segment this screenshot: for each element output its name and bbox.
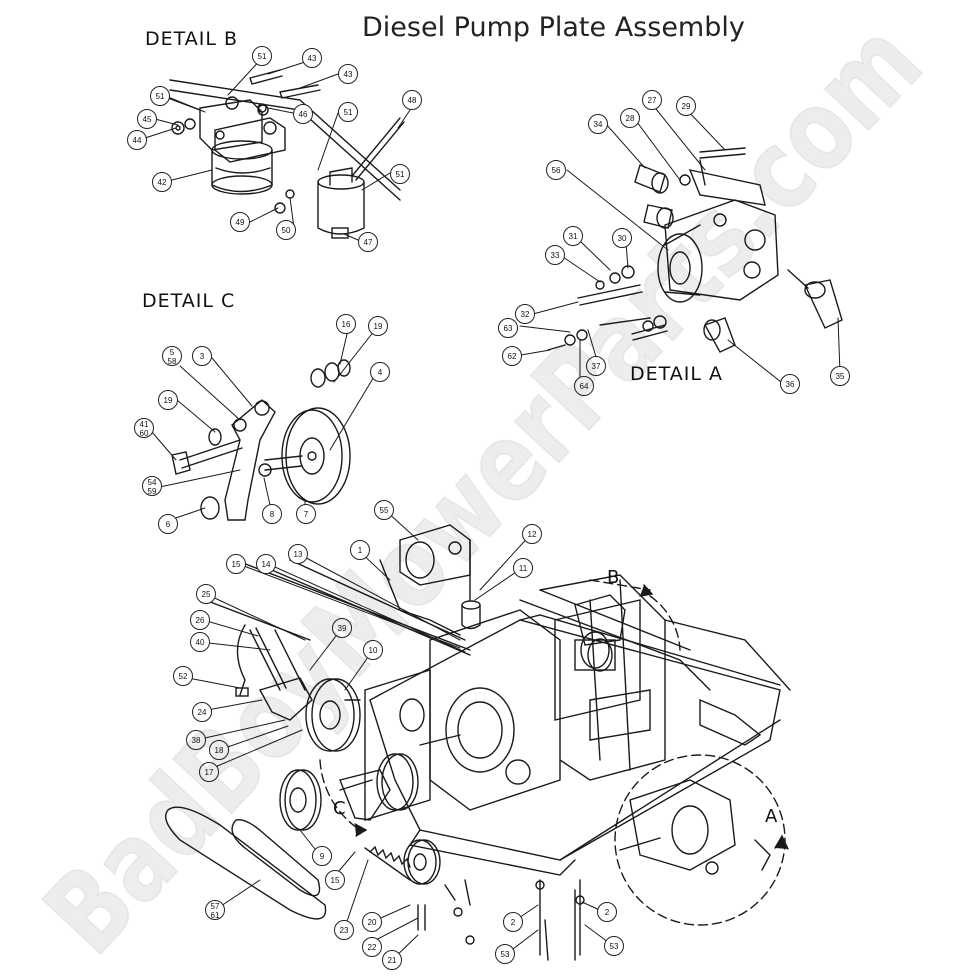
callout-number: 41: [139, 420, 149, 429]
callout-51: 51: [338, 102, 358, 122]
callout-18: 18: [209, 740, 229, 760]
callout-26: 26: [190, 610, 210, 630]
detail-b-label: DETAIL B: [145, 28, 239, 50]
detail-a-art: [547, 147, 843, 353]
callout-20: 20: [362, 912, 382, 932]
callout-14: 14: [256, 554, 276, 574]
callout-10: 10: [363, 640, 383, 660]
callout-31: 31: [563, 226, 583, 246]
callout-16: 16: [336, 314, 356, 334]
main-assembly-art: [165, 524, 791, 961]
callout-35: 35: [830, 366, 850, 386]
view-letter-a: A: [765, 806, 778, 827]
callout-6: 6: [158, 514, 178, 534]
callout-number: 5: [169, 348, 175, 357]
page-title: Diesel Pump Plate Assembly: [362, 12, 745, 43]
callout-34: 34: [588, 114, 608, 134]
callout-number-secondary: 61: [210, 911, 220, 920]
callout-64: 64: [574, 376, 594, 396]
callout-4: 4: [370, 362, 390, 382]
callout-43: 43: [302, 48, 322, 68]
callout-62: 62: [502, 346, 522, 366]
callout-51: 51: [390, 164, 410, 184]
callout-48: 48: [402, 90, 422, 110]
callout-55: 55: [374, 500, 394, 520]
callout-2: 2: [503, 912, 523, 932]
detail-c-label: DETAIL C: [142, 290, 236, 312]
callout-12: 12: [522, 524, 542, 544]
callout-39: 39: [332, 618, 352, 638]
callout-2: 2: [597, 902, 617, 922]
callout-33: 33: [545, 245, 565, 265]
callout-24: 24: [192, 702, 212, 722]
callout-53: 53: [604, 936, 624, 956]
callout-22: 22: [362, 937, 382, 957]
callout-47: 47: [358, 232, 378, 252]
callout-11: 11: [513, 558, 533, 578]
callout-28: 28: [620, 108, 640, 128]
callout-46: 46: [293, 104, 313, 124]
callout-37: 37: [586, 356, 606, 376]
callout-25: 25: [196, 584, 216, 604]
callout-42: 42: [152, 172, 172, 192]
callout-49: 49: [230, 212, 250, 232]
callout-19: 19: [158, 390, 178, 410]
view-letter-c: C: [333, 798, 346, 819]
callout-21: 21: [382, 950, 402, 970]
callout-number-secondary: 58: [167, 357, 177, 366]
callout-15: 15: [325, 870, 345, 890]
callout-51: 51: [150, 86, 170, 106]
callout-17: 17: [199, 762, 219, 782]
detail-c-art: [171, 359, 351, 521]
callout-43: 43: [338, 64, 358, 84]
callout-63: 63: [498, 318, 518, 338]
callout-number: 57: [210, 902, 220, 911]
callout-number-secondary: 59: [147, 487, 157, 496]
callout-1: 1: [350, 540, 370, 560]
callout-3: 3: [192, 346, 212, 366]
callout-29: 29: [676, 96, 696, 116]
callout-38: 38: [186, 730, 206, 750]
callout-7: 7: [296, 504, 316, 524]
callout-19: 19: [368, 316, 388, 336]
callout-53: 53: [495, 944, 515, 964]
callout-13: 13: [288, 544, 308, 564]
callout-36: 36: [780, 374, 800, 394]
callout-51: 51: [252, 46, 272, 66]
callout-44: 44: [127, 130, 147, 150]
callout-32: 32: [515, 304, 535, 324]
callout-50: 50: [276, 220, 296, 240]
callout-30: 30: [612, 228, 632, 248]
callout-40: 40: [190, 632, 210, 652]
callout-15: 15: [226, 554, 246, 574]
callout-45: 45: [137, 109, 157, 129]
view-indicators: [319, 579, 786, 926]
callout-27: 27: [642, 90, 662, 110]
view-letter-b: B: [607, 567, 620, 588]
callout-8: 8: [262, 504, 282, 524]
callout-9: 9: [312, 846, 332, 866]
callout-number: 54: [147, 478, 157, 487]
detail-b-art: [159, 69, 405, 239]
callout-56: 56: [546, 160, 566, 180]
detail-a-label: DETAIL A: [630, 363, 723, 385]
callout-52: 52: [173, 666, 193, 686]
callout-number-secondary: 60: [139, 429, 149, 438]
callout-23: 23: [334, 920, 354, 940]
